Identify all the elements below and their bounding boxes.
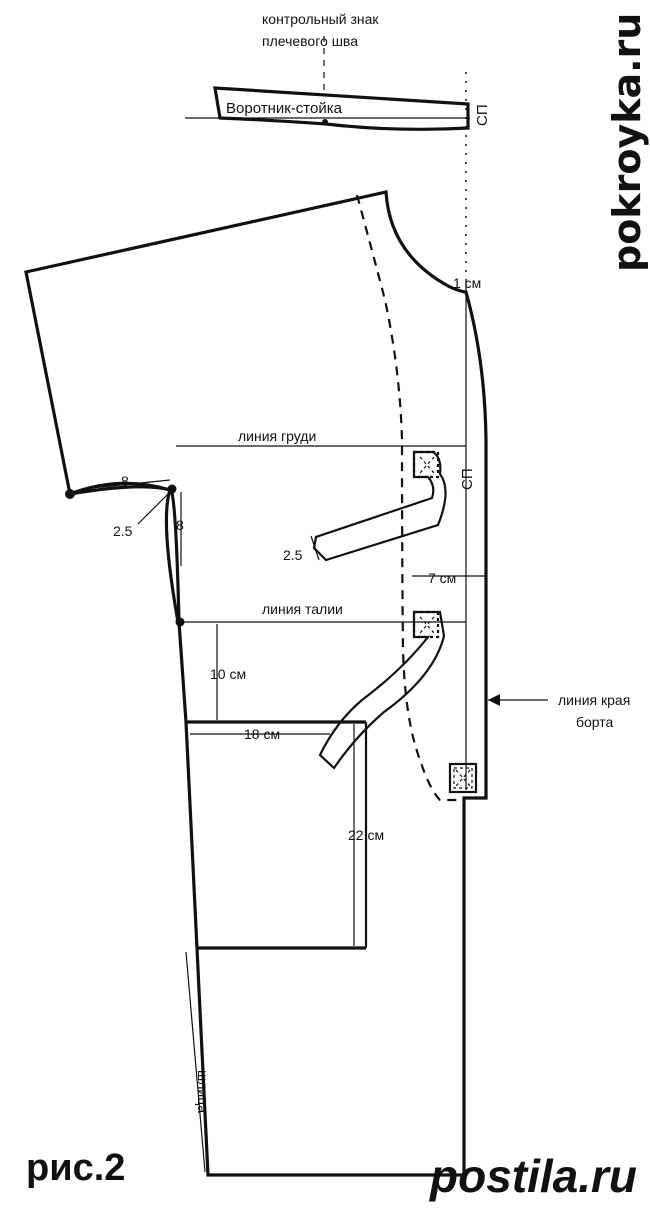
dim-8-horizontal: 8 [121, 473, 129, 489]
dim-2-5-belt: 2.5 [283, 547, 303, 563]
edge-line-label-1: линия края [558, 692, 630, 708]
bust-line-label: линия груди [238, 428, 316, 444]
watermark-bottom: postila.ru [428, 1150, 637, 1202]
dim-8-vertical: 8 [176, 517, 184, 533]
lower-belt-strap [318, 610, 446, 770]
edge-line-label-2: борта [576, 714, 614, 730]
pocket [186, 720, 368, 950]
facing-dashed-line [355, 194, 462, 802]
control-mark-label-1: контрольный знак [262, 11, 379, 27]
one-cm-label: 1 см [453, 275, 481, 291]
sp-mid-label: СП [459, 468, 476, 490]
waist-line-label: линия талии [262, 601, 343, 617]
collar-piece: Воротник-стойка [185, 36, 470, 131]
dim-2-5-armhole: 2.5 [113, 523, 133, 539]
dim-18cm: 18 см [244, 726, 280, 742]
bottom-tab [448, 762, 478, 794]
watermark-side: pokroyka.ru [605, 13, 649, 272]
slit-label: шлица [195, 1070, 211, 1113]
upper-belt-strap: 2.5 [283, 450, 447, 563]
control-mark-label-2: плечевого шва [262, 33, 358, 49]
sp-top-label: СП [474, 104, 491, 126]
collar-label: Воротник-стойка [226, 100, 343, 117]
dim-10cm: 10 см [210, 666, 246, 682]
figure-label: рис.2 [26, 1147, 125, 1189]
dim-7cm: 7 см [428, 570, 456, 586]
dim-22cm: 22 см [348, 827, 384, 843]
